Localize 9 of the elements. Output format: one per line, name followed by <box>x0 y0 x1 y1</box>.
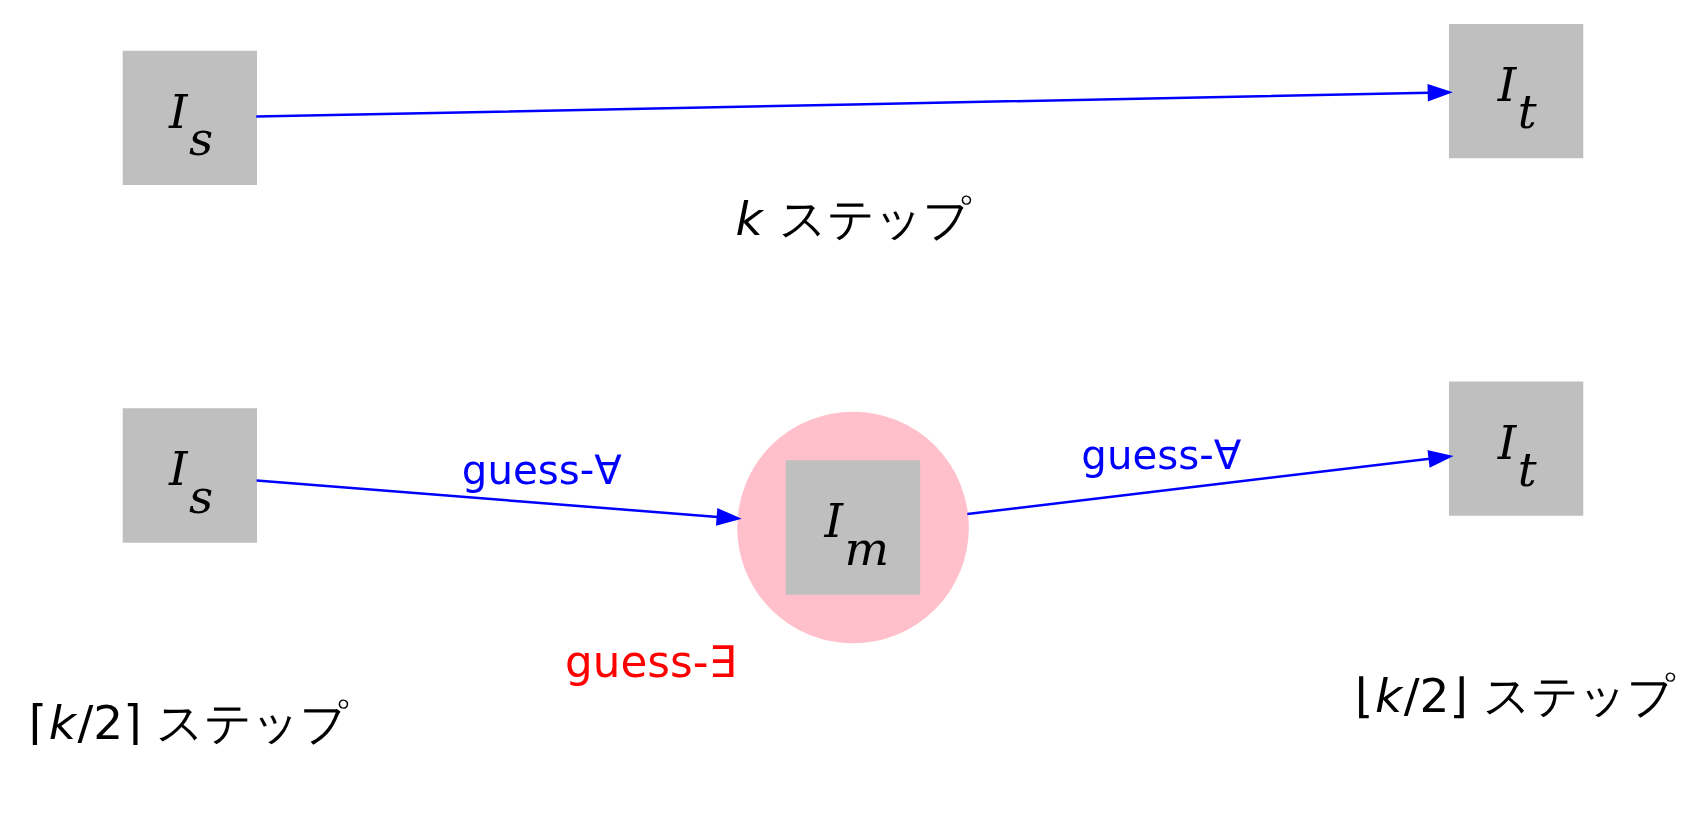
label: k ステップ <box>735 191 971 247</box>
edge-label: guess-∀ <box>1081 432 1242 480</box>
edge-label: guess-∀ <box>461 447 622 495</box>
label: ⌈k/2⌉ ステップ <box>28 694 349 750</box>
arrow <box>967 450 1454 516</box>
label: ⌊k/2⌋ ステップ <box>1354 668 1675 724</box>
arrow <box>256 83 1453 118</box>
arrow <box>256 479 742 526</box>
node-label: guess-∃ <box>565 636 737 688</box>
